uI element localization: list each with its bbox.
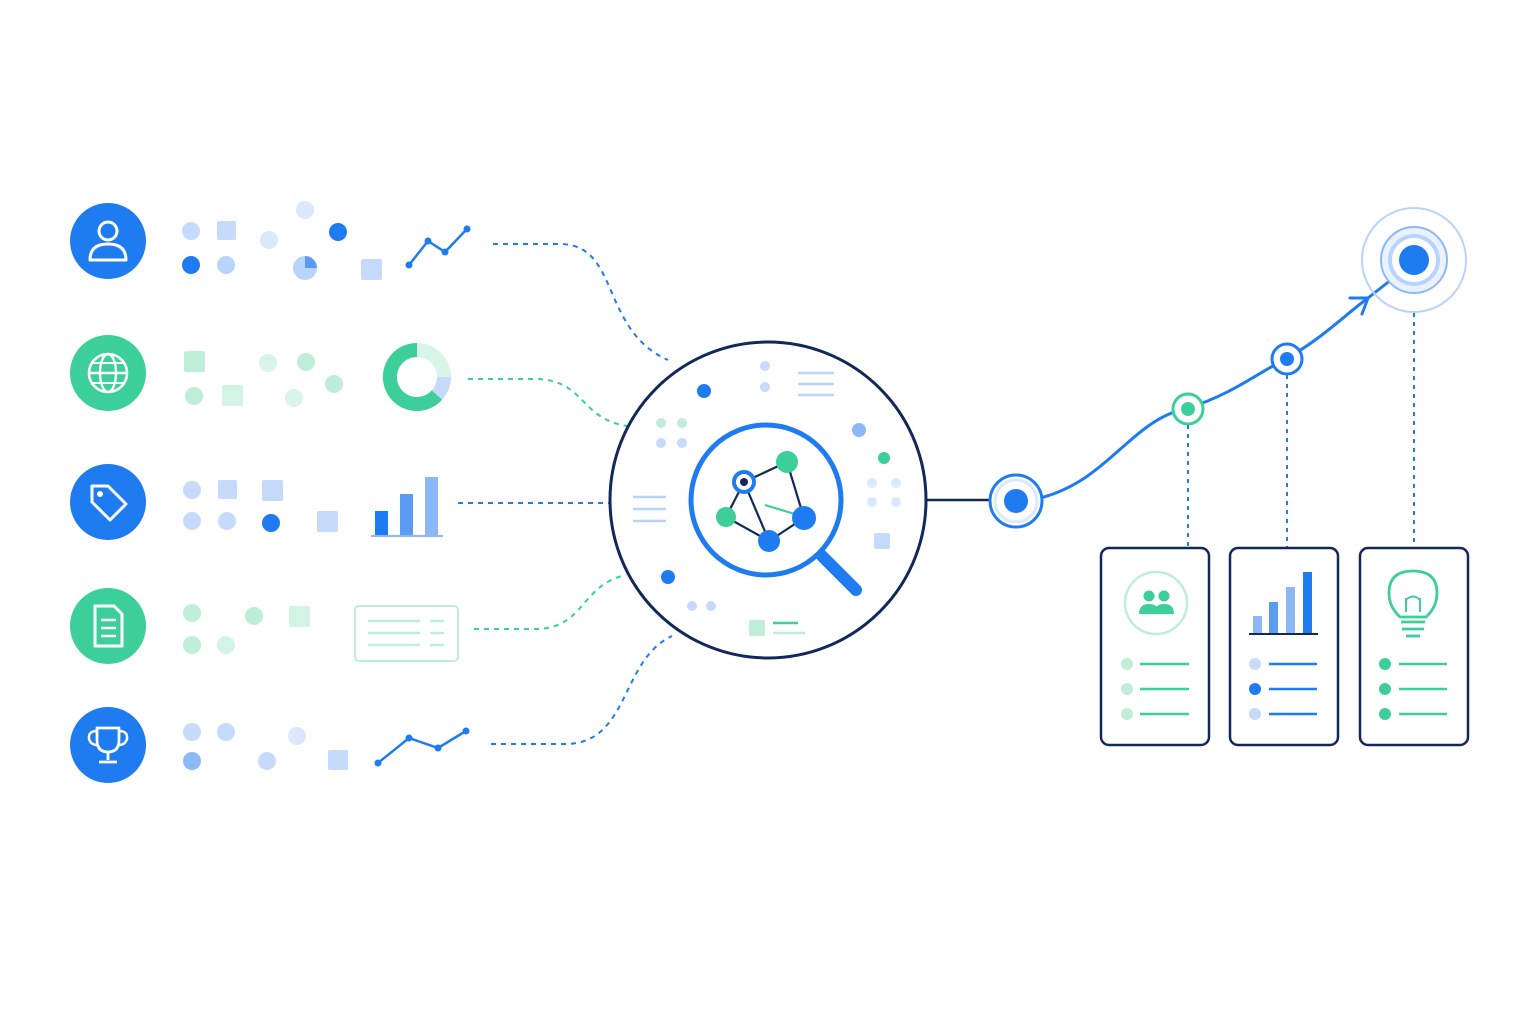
source-row-document <box>70 574 627 664</box>
card-list <box>1249 658 1317 720</box>
analysis-hub <box>608 340 928 660</box>
user-icon <box>70 203 146 279</box>
tag-icon <box>70 464 146 540</box>
trophy-icon <box>70 707 146 783</box>
text-card <box>354 605 459 662</box>
donut-chart <box>382 342 451 411</box>
milestone-node <box>1171 392 1205 426</box>
start-node <box>988 473 1044 529</box>
data-dots <box>183 604 310 654</box>
target-icon <box>1361 207 1467 313</box>
card-list <box>1379 658 1447 720</box>
data-dots <box>183 723 348 770</box>
globe-icon <box>70 335 146 411</box>
source-row-user <box>70 201 669 361</box>
connector-line <box>493 243 669 361</box>
connector-line <box>491 635 673 745</box>
insight-card-team <box>1099 546 1211 747</box>
data-dots <box>184 351 343 407</box>
bar-chart-icon <box>1249 572 1318 635</box>
data-dots <box>182 201 382 280</box>
insight-card-chart <box>1228 546 1340 747</box>
team-icon <box>1123 570 1189 636</box>
lightbulb-icon <box>1387 569 1439 638</box>
source-row-tag <box>70 464 612 540</box>
connector-line <box>468 378 629 427</box>
card-list <box>1121 658 1189 720</box>
data-dots <box>183 480 338 532</box>
document-icon <box>70 588 146 664</box>
milestone-node <box>1270 342 1304 376</box>
magnifier-network-icon <box>688 422 862 596</box>
insight-card-idea <box>1358 546 1470 747</box>
outcome-path <box>926 207 1467 548</box>
line-sparkline <box>405 225 471 269</box>
bar-chart <box>371 477 443 537</box>
source-row-globe <box>70 335 629 427</box>
connector-line <box>474 574 627 630</box>
line-sparkline <box>374 727 470 767</box>
source-row-trophy <box>70 635 673 783</box>
